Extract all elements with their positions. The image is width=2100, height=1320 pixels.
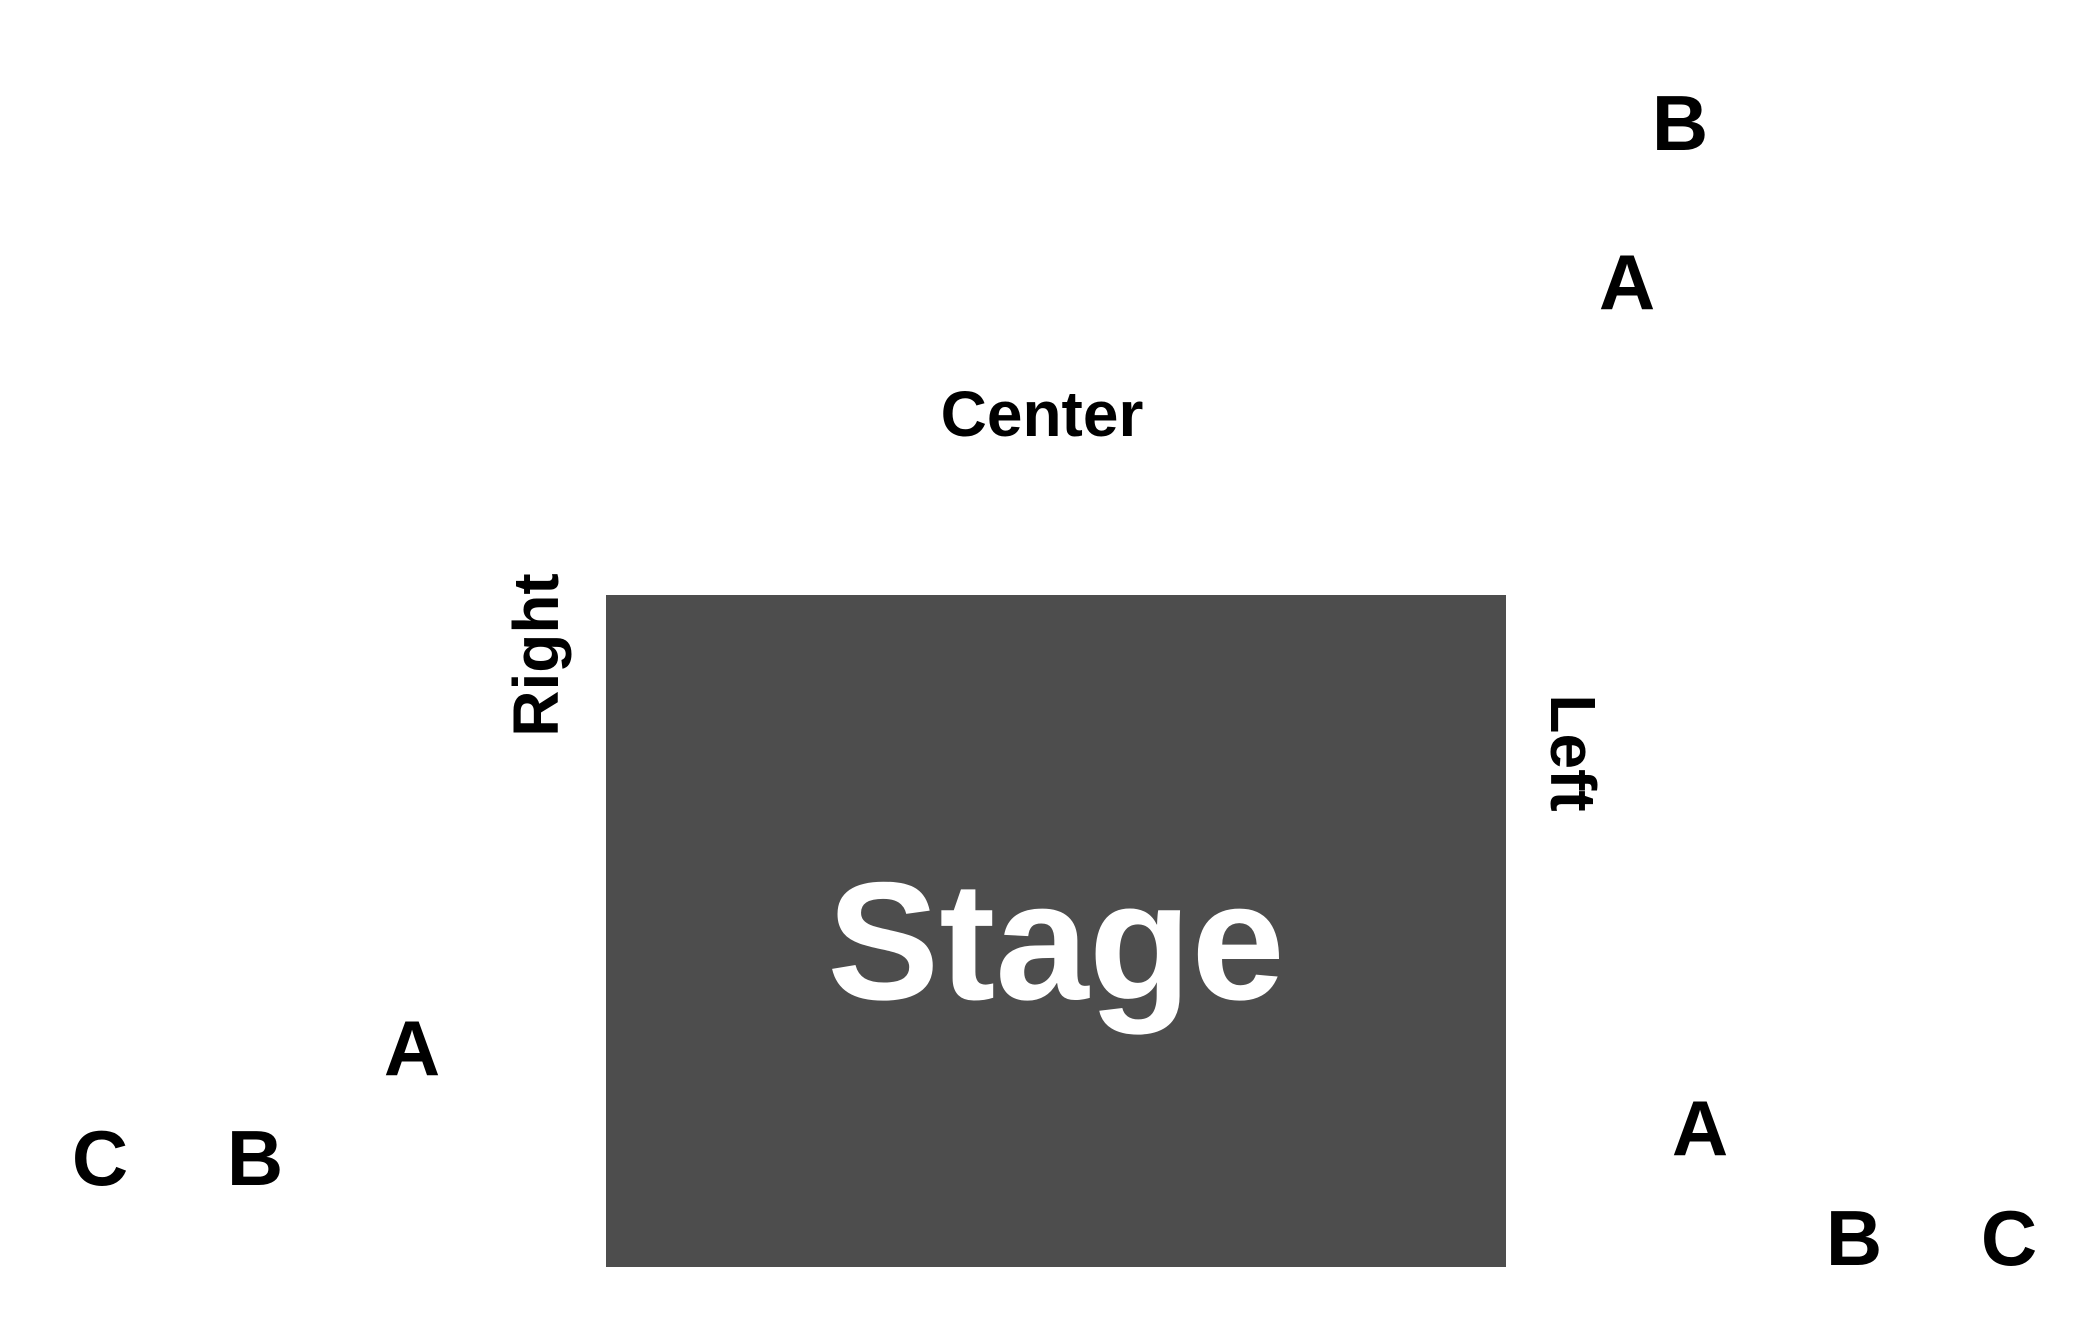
row-label-right-a: A [383,1004,441,1092]
row-label-right-c: C [71,1114,129,1202]
section-label-left: Left [1537,694,1609,812]
stage: Stage [606,595,1506,1267]
row-label-center-a: A [1598,238,1656,326]
stage-label: Stage [827,847,1285,1035]
row-label-left-c: C [1980,1194,2038,1282]
row-label-left-b: B [1825,1194,1883,1282]
section-label-center: Center [940,378,1144,450]
row-label-right-b: B [226,1114,284,1202]
section-label-right: Right [500,573,572,737]
row-label-left-a: A [1671,1084,1729,1172]
row-label-center-b: B [1651,79,1709,167]
